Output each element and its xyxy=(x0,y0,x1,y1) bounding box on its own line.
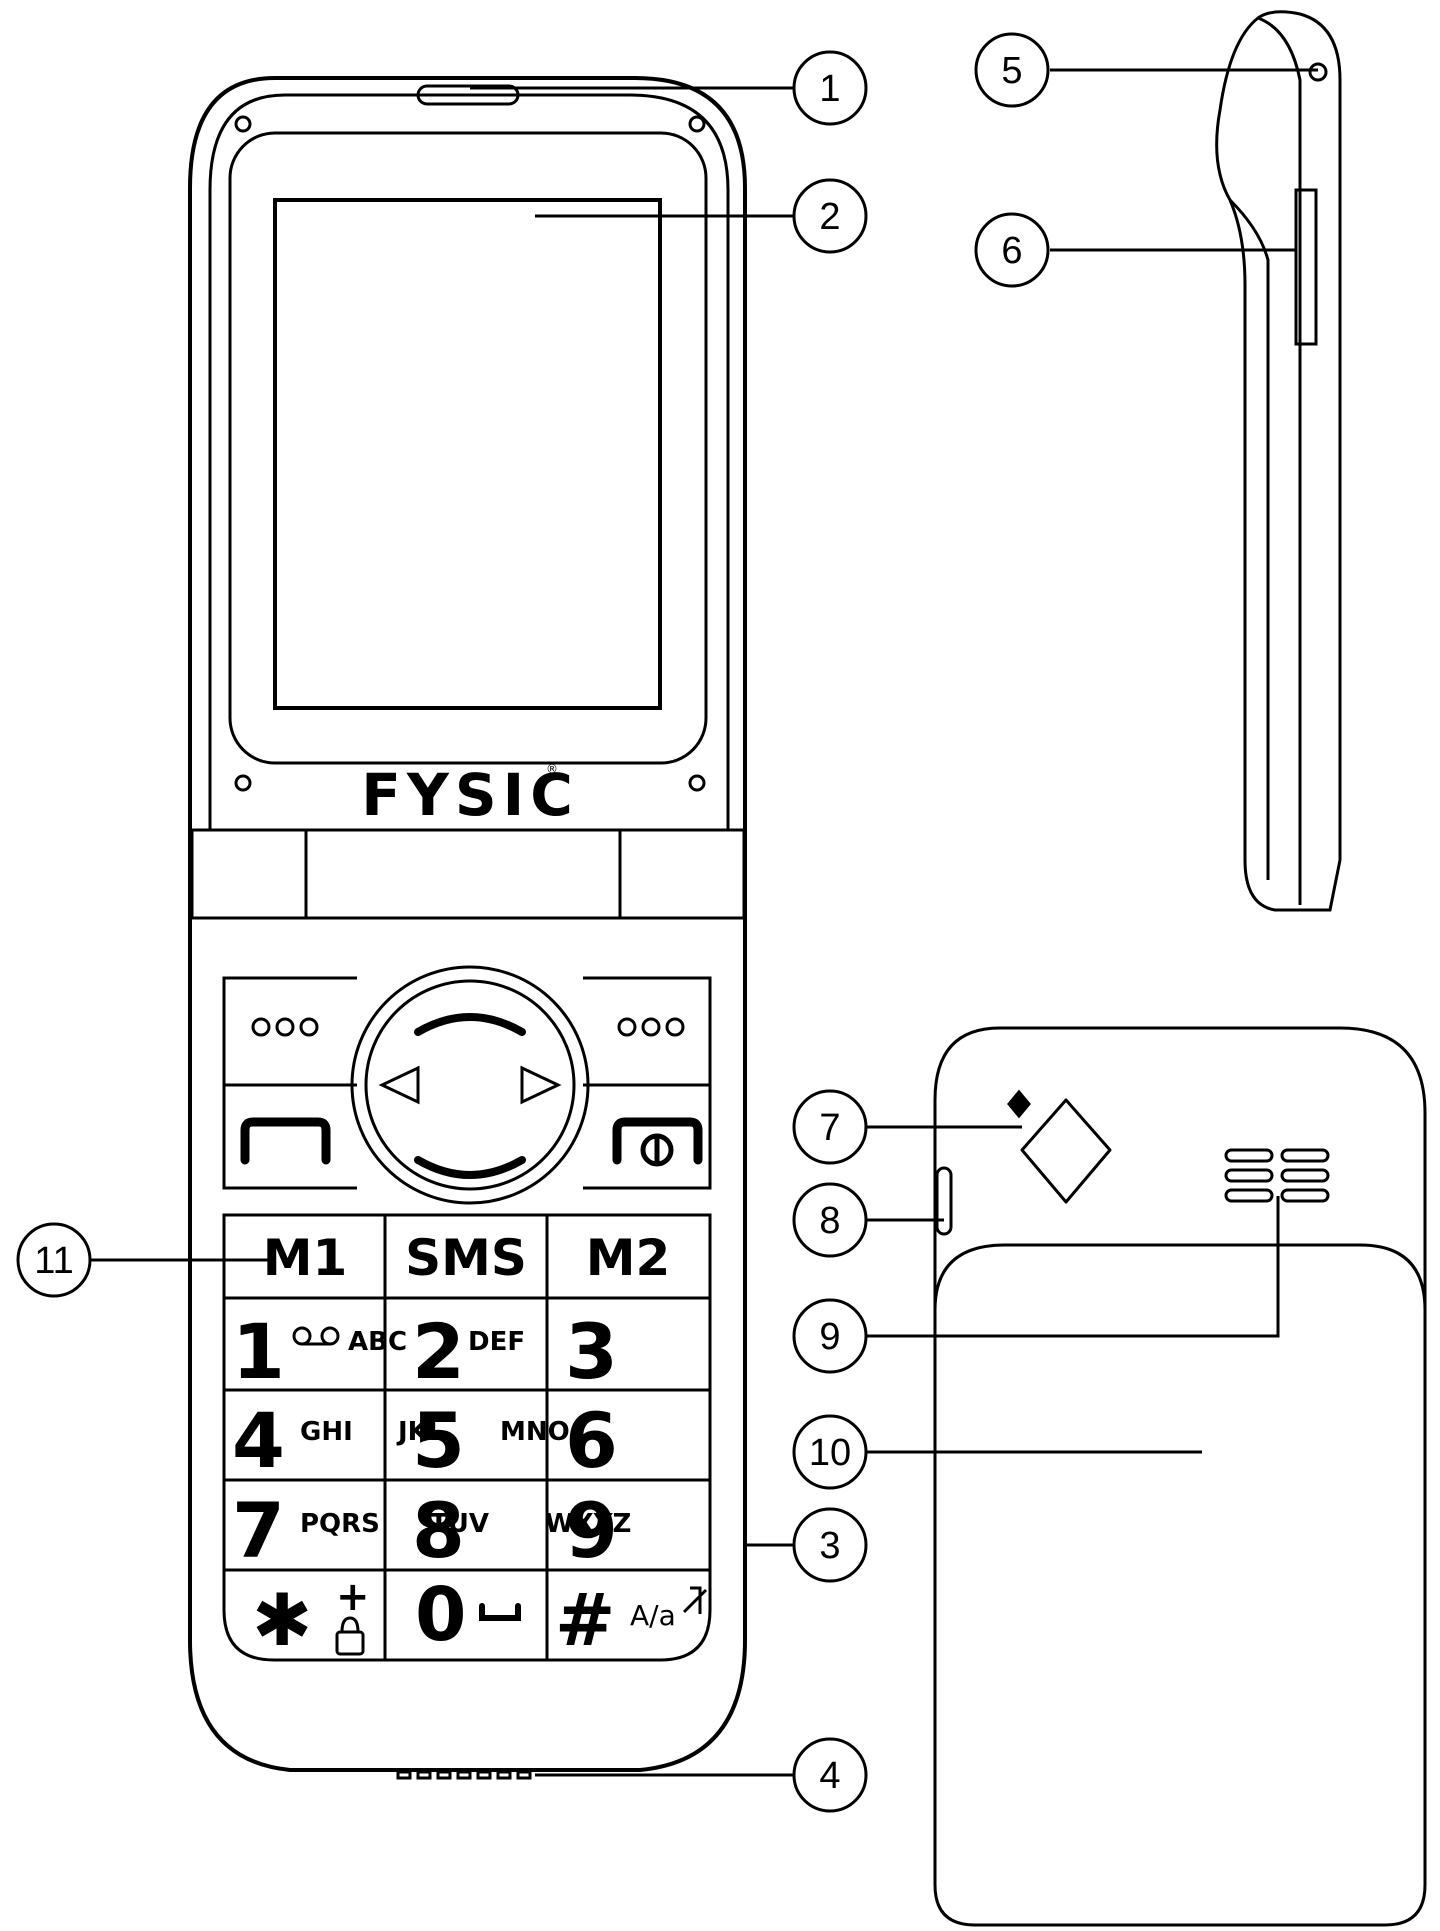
key-star[interactable]: ✱ xyxy=(252,1578,312,1662)
callout-1: 1 xyxy=(792,50,868,126)
navigation-cluster xyxy=(222,965,712,1205)
nav-down-key-icon[interactable] xyxy=(414,1156,526,1179)
call-key-icon[interactable] xyxy=(240,1117,331,1165)
svg-text:3: 3 xyxy=(819,1525,840,1567)
svg-text:11: 11 xyxy=(34,1240,73,1282)
svg-text:8: 8 xyxy=(819,1200,840,1242)
right-soft-key[interactable] xyxy=(617,1017,685,1037)
lock-icon xyxy=(335,1616,365,1656)
key-star-plus: + xyxy=(336,1574,370,1620)
svg-text:6: 6 xyxy=(1001,230,1022,272)
key-0[interactable]: 0 xyxy=(415,1572,467,1658)
navigation-ring[interactable] xyxy=(364,979,576,1191)
screw xyxy=(688,774,706,792)
callouts: 1 2 3 4 5 6 7 8 xyxy=(16,32,1318,1813)
phone-front-view: FYSIC ® xyxy=(188,76,747,1780)
callout-9: 9 xyxy=(792,1298,868,1374)
key-m2[interactable]: M2 xyxy=(586,1229,671,1287)
phone-body-outline xyxy=(188,76,747,1772)
key-sms[interactable]: SMS xyxy=(405,1229,527,1287)
key-2[interactable]: 2 xyxy=(412,1307,465,1396)
hinge xyxy=(190,828,746,920)
battery-cover-left-edge xyxy=(933,1243,1006,1311)
back-outline xyxy=(933,1026,1427,1927)
camera-led xyxy=(1007,1089,1031,1119)
earpiece-speaker xyxy=(416,84,520,106)
key-4-letters: GHI xyxy=(300,1417,353,1447)
space-icon xyxy=(479,1603,521,1621)
svg-text:5: 5 xyxy=(1001,50,1022,92)
keypad: M1 SMS M2 1 ABC 2 DEF 3 4 GHI JKL 5 MNO … xyxy=(222,1213,712,1662)
callout-2: 2 xyxy=(792,178,868,254)
key-9-letters: WXYZ xyxy=(545,1509,631,1539)
mute-icon xyxy=(682,1586,708,1614)
battery-cover xyxy=(1005,1243,1427,1311)
loudspeaker-grille xyxy=(1224,1148,1330,1203)
svg-text:1: 1 xyxy=(819,68,840,110)
microphone xyxy=(396,1770,532,1780)
volume-keys[interactable] xyxy=(1294,188,1318,346)
key-hash[interactable]: # xyxy=(555,1578,615,1662)
sos-side-key[interactable] xyxy=(935,1166,953,1236)
display-screen xyxy=(273,198,662,710)
callout-4: 4 xyxy=(792,1737,868,1813)
key-5-letters: JKL xyxy=(396,1417,444,1447)
callout-11: 11 xyxy=(16,1222,92,1298)
callout-8: 8 xyxy=(792,1182,868,1258)
screw xyxy=(234,774,252,792)
lid-outline xyxy=(208,93,730,830)
screw xyxy=(234,115,252,133)
display-bezel xyxy=(228,131,708,765)
callout-5: 5 xyxy=(974,32,1050,108)
key-1-letters: ABC xyxy=(348,1327,407,1357)
phone-side-view xyxy=(1215,10,1342,912)
side-hinge-line xyxy=(1228,198,1270,880)
side-inner-line xyxy=(1257,16,1302,905)
callout-3: 3 xyxy=(792,1507,868,1583)
callout-10: 10 xyxy=(792,1414,868,1490)
key-4[interactable]: 4 xyxy=(232,1396,285,1485)
end-power-key-icon[interactable] xyxy=(612,1117,703,1167)
voicemail-icon xyxy=(292,1326,340,1346)
keypad-outline xyxy=(222,1213,712,1662)
headset-jack xyxy=(1308,62,1328,82)
side-outline xyxy=(1215,10,1342,912)
callout-7: 7 xyxy=(792,1089,868,1165)
key-m1[interactable]: M1 xyxy=(263,1229,348,1287)
key-6[interactable]: 6 xyxy=(565,1396,618,1485)
nav-right-key-icon[interactable] xyxy=(520,1065,562,1105)
key-2-letters: DEF xyxy=(468,1327,525,1357)
svg-text:4: 4 xyxy=(819,1755,840,1797)
key-7[interactable]: 7 xyxy=(232,1486,285,1575)
key-hash-case: A/a xyxy=(630,1599,676,1632)
svg-text:7: 7 xyxy=(819,1107,840,1149)
svg-text:9: 9 xyxy=(819,1316,840,1358)
brand-logo: FYSIC xyxy=(361,761,579,829)
nav-panel-right xyxy=(583,976,712,1190)
nav-left-key-icon[interactable] xyxy=(378,1065,420,1105)
key-6-letters: MNO xyxy=(500,1417,570,1447)
key-8-letters: TUV xyxy=(430,1509,489,1539)
registered-mark: ® xyxy=(546,762,558,776)
svg-text:2: 2 xyxy=(819,196,840,238)
key-5[interactable]: 5 xyxy=(412,1396,465,1485)
navigation-ring-outer xyxy=(350,965,590,1205)
left-soft-key[interactable] xyxy=(251,1017,319,1037)
nav-panel-left xyxy=(222,976,357,1190)
phone-back-view xyxy=(933,1026,1427,1927)
key-1[interactable]: 1 xyxy=(232,1307,285,1396)
key-7-letters: PQRS xyxy=(300,1509,380,1539)
svg-text:10: 10 xyxy=(809,1432,851,1474)
key-9[interactable]: 9 xyxy=(565,1486,618,1575)
nav-up-key-icon[interactable] xyxy=(414,1013,526,1036)
callout-6: 6 xyxy=(974,212,1050,288)
key-3[interactable]: 3 xyxy=(565,1307,618,1396)
camera-lens xyxy=(1020,1098,1112,1204)
screw xyxy=(688,115,706,133)
key-8[interactable]: 8 xyxy=(412,1486,465,1575)
